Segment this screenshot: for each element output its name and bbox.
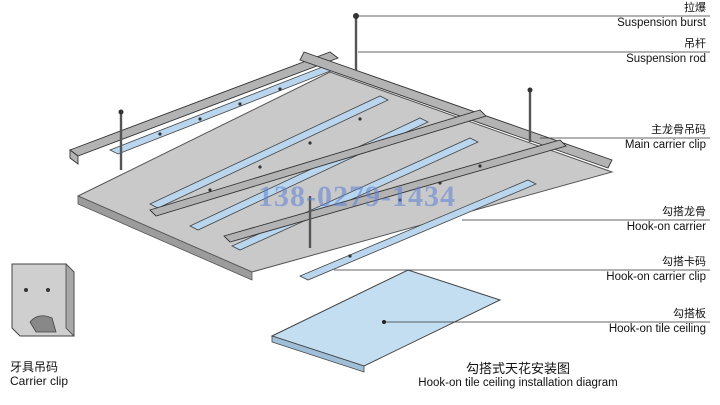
hook-on-carriers [109, 63, 537, 281]
label-hook-on-tile-ceiling: 勾搭板 Hook-on tile ceiling [608, 308, 706, 335]
label-hook-on-carrier-clip: 勾搭卡码 Hook-on carrier clip [606, 256, 706, 283]
carrier-clip-icon [11, 263, 75, 337]
label-main-carrier-clip: 主龙骨吊码 Main carrier clip [624, 124, 706, 151]
suspension-rods [119, 16, 532, 248]
watermark-phone: 138-0279-1434 [258, 180, 456, 213]
leader-lines [334, 15, 710, 323]
carrier-holes [158, 87, 482, 258]
diagram-caption: 勾搭式天花安装图 Hook-on tile ceiling installati… [418, 361, 618, 389]
ceiling-base-panel [76, 71, 614, 273]
label-suspension-burst: 拉爆 Suspension burst [617, 2, 706, 29]
main-carriers [69, 51, 613, 243]
suspension-burst-icon [118, 13, 533, 115]
ceiling-panel-edge [77, 195, 253, 281]
carrier-clip-caption: 牙具吊码 Carrier clip [10, 360, 69, 389]
hook-on-tile-edge [271, 335, 365, 373]
label-suspension-rod: 吊杆 Suspension rod [626, 38, 706, 65]
tile-centre-dot [382, 320, 386, 324]
label-hook-on-carrier: 勾搭龙骨 Hook-on carrier [626, 206, 706, 233]
